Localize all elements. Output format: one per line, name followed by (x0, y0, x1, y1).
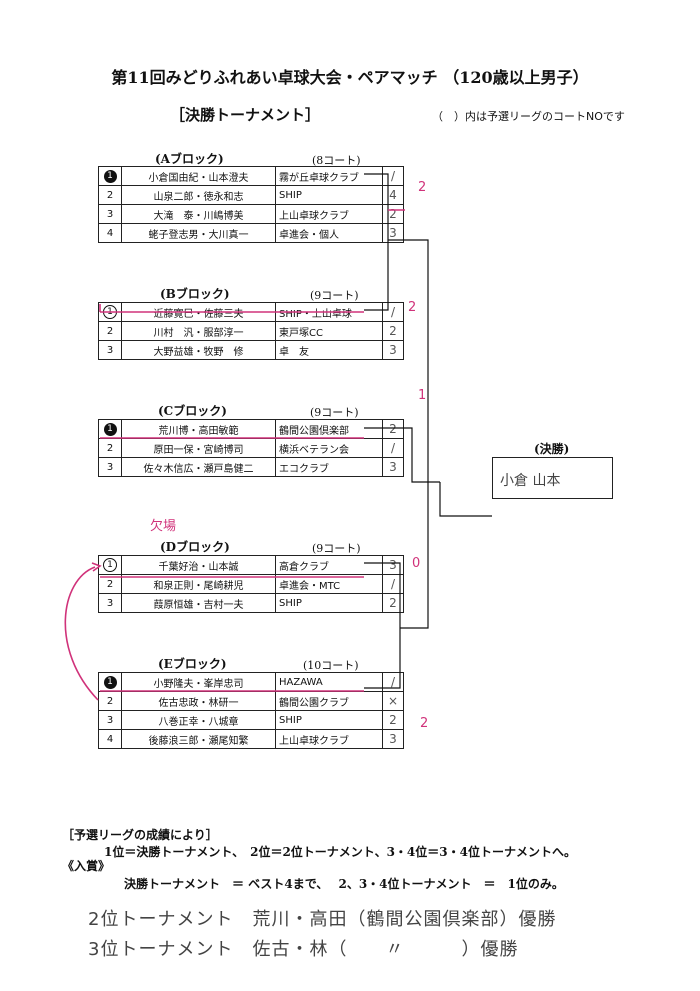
court-mark: 3 (382, 340, 404, 360)
table-row: 4 蛯子登志男・大川真一 卓進会・個人 3 (98, 223, 404, 243)
block-c-title: (Cブロック) (158, 404, 227, 418)
court-mark: 3 (382, 729, 404, 749)
table-row: 3 大野益雄・牧野 修 卓 友 3 (98, 340, 404, 360)
table-row: 1 荒川博・高田敏範 鶴間公園倶楽部 2 (98, 419, 404, 439)
table-row: 2 川村 汎・服部淳一 東戸塚CC 2 (98, 321, 404, 341)
pink-withdraw-note: 欠場 (150, 519, 177, 534)
final-box (492, 457, 613, 499)
pink-arrow-head (91, 562, 102, 572)
page-title: 第11回みどりふれあい卓球大会・ペアマッチ （120歳以上男子） (111, 68, 589, 87)
pink-swap-arrow (64, 566, 99, 701)
block-c-table: 1 荒川博・高田敏範 鶴間公園倶楽部 2 2 原田一保・宮崎博司 横浜ベテラン会… (98, 419, 404, 477)
rank-badge: 1 (103, 558, 117, 572)
handwritten-line2: 3位トーナメント 佐古・林（ 〃 ）優勝 (88, 939, 519, 960)
table-row: 2 和泉正則・尾崎耕児 卓進会・MTC / (98, 574, 404, 594)
handwritten-line1: 2位トーナメント 荒川・高田（鶴間公園倶楽部）優勝 (88, 909, 557, 930)
bracket-de (364, 562, 401, 689)
block-d-title: (Dブロック) (160, 540, 230, 554)
footer-heading: ［予選リーグの成績により］ (62, 828, 218, 842)
club-name: 卓進会・個人 (275, 223, 383, 243)
block-a-title: (Aブロック) (155, 152, 224, 166)
table-row: 4 後藤浪三郎・瀬尾知繁 上山卓球クラブ 3 (98, 729, 404, 749)
footer-line2: 決勝トーナメント ＝ ベスト4まで、 2、3・4位トーナメント ＝ 1位のみ。 (124, 877, 564, 891)
court-note: （ ）内は予選リーグのコートNOです (432, 110, 625, 123)
table-row: 3 佐々木信広・瀬戸島健二 エコクラブ 3 (98, 457, 404, 477)
block-b-table: 1 近藤寛巳・佐藤三夫 SHIP・上山卓球 / 2 川村 汎・服部淳一 東戸塚C… (98, 302, 404, 360)
block-e-title: (Eブロック) (158, 657, 227, 671)
footer-line1: 1位＝決勝トーナメント、 2位＝2位トーナメント、3・4位＝3・4位トーナメント… (104, 845, 576, 859)
rank-badge: 1 (103, 675, 117, 689)
table-row: 3 葭原恒雄・吉村一夫 SHIP 2 (98, 593, 404, 613)
prize-heading: 《入賞》 (62, 859, 111, 873)
court-mark: 3 (382, 457, 404, 477)
table-row: 3 大滝 泰・川嶋博美 上山卓球クラブ 2 (98, 204, 404, 224)
block-e-court: (10コート) (303, 659, 359, 672)
block-d-table: 1 千葉好治・山本誠 高倉クラブ 3 2 和泉正則・尾崎耕児 卓進会・MTC /… (98, 555, 404, 613)
court-mark: × (382, 691, 404, 711)
block-b-court: (9コート) (310, 289, 359, 302)
final-winner: 小倉 山本 (500, 473, 561, 489)
bracket-abc-join (388, 239, 440, 483)
score-d: 0 (412, 556, 421, 571)
score-c: 1 (418, 388, 427, 403)
bracket-de-join (400, 482, 429, 629)
table-row: 1 小倉国由紀・山本澄夫 霧が丘卓球クラブ / (98, 166, 404, 186)
bracket-final (439, 482, 492, 517)
club-name: SHIP (275, 593, 383, 613)
rank-badge: 1 (103, 169, 117, 183)
bracket-c (364, 427, 428, 483)
page-subtitle: ［決勝トーナメント］ (170, 106, 321, 124)
rank-badge: 1 (103, 422, 117, 436)
block-d-court: (9コート) (312, 542, 361, 555)
block-b-title: (Bブロック) (160, 287, 230, 301)
bracket-ab (364, 173, 389, 311)
final-label: (決勝) (534, 442, 570, 456)
court-mark: / (382, 574, 404, 594)
player-names: 佐々木信広・瀬戸島健二 (121, 457, 276, 477)
score-a: 2 (418, 180, 427, 195)
block-a-court: (8コート) (312, 154, 361, 167)
table-row: 2 原田一保・宮崎博司 横浜ベテラン会 / (98, 438, 404, 458)
club-name: エコクラブ (275, 457, 383, 477)
pink-highlight-b (99, 304, 364, 313)
court-mark: 2 (382, 593, 404, 613)
score-b: 2 (408, 300, 417, 315)
table-row: 3 八巻正幸・八城章 SHIP 2 (98, 710, 404, 730)
score-e: 2 (420, 716, 429, 731)
block-e-table: 1 小野隆夫・峯岸忠司 HAZAWA / 2 佐古忠政・林研一 鶴間公園クラブ … (98, 672, 404, 749)
block-c-court: (9コート) (310, 406, 359, 419)
block-a-table: 1 小倉国由紀・山本澄夫 霧が丘卓球クラブ / 2 山泉二郎・徳永和志 SHIP… (98, 166, 404, 243)
